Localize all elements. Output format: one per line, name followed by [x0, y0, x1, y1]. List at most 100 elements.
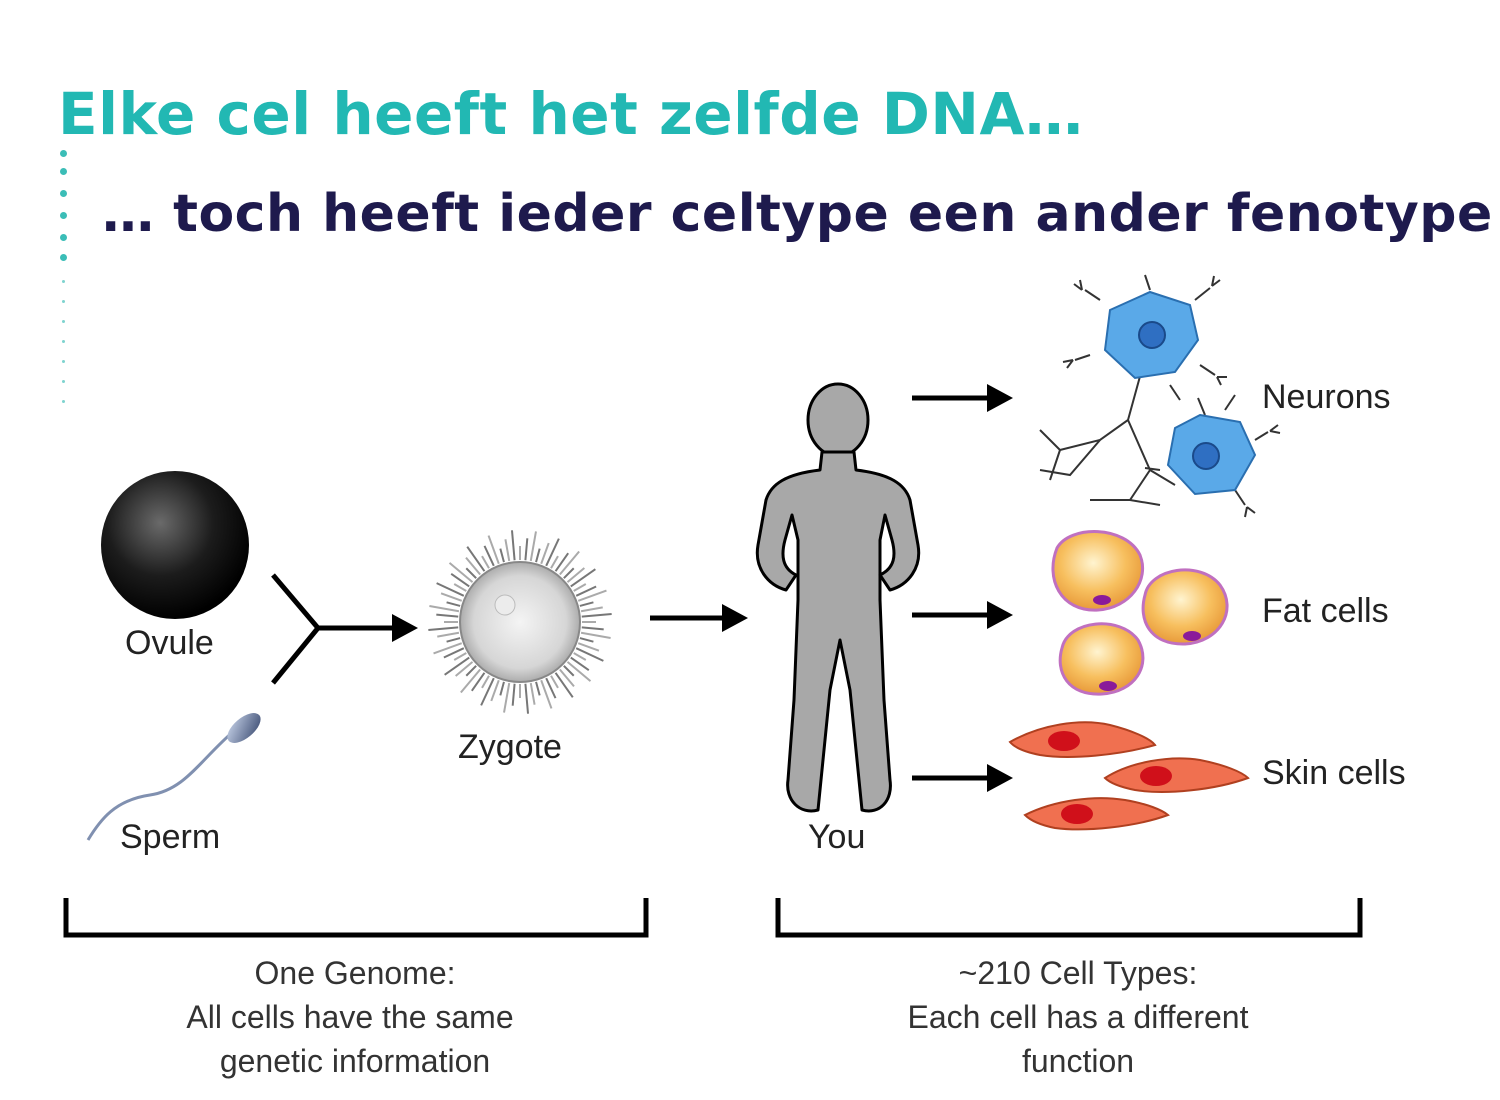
neuron-nucleus-1 — [1138, 321, 1166, 349]
corona-ray — [450, 573, 470, 588]
left-caption-line3: genetic information — [220, 1043, 490, 1079]
corona-ray — [577, 642, 600, 652]
right-caption-line2: Each cell has a different — [908, 999, 1249, 1035]
corona-ray — [529, 531, 537, 562]
slide-subtitle: … toch heeft ieder celtype een ander fen… — [102, 184, 1493, 244]
corona-ray — [436, 613, 459, 618]
label-you: You — [808, 818, 865, 856]
label-neurons: Neurons — [1262, 378, 1391, 416]
neurons-illustration — [1039, 274, 1281, 518]
corona-ray — [453, 583, 467, 592]
corona-ray — [511, 683, 516, 706]
corona-ray — [566, 567, 585, 583]
corona-ray — [535, 548, 541, 563]
corona-ray — [481, 675, 490, 689]
corona-ray — [575, 647, 604, 662]
corona-ray — [577, 589, 607, 602]
arrow-to-skin-cells — [912, 764, 1013, 792]
corona-ray — [465, 567, 477, 579]
corona-ray — [433, 642, 463, 655]
corona-ray — [573, 652, 587, 661]
corona-ray — [446, 637, 461, 643]
corona-ray — [504, 539, 511, 562]
corona-ray — [581, 612, 612, 618]
corona-ray — [554, 552, 569, 572]
corona-ray — [440, 592, 463, 602]
fat-cell-1 — [1051, 530, 1145, 612]
corona-ray — [550, 675, 559, 689]
label-skin-cells: Skin cells — [1262, 754, 1406, 792]
corona-ray — [436, 582, 465, 597]
corona-ray — [446, 601, 461, 607]
corona-ray — [579, 601, 594, 607]
neuron-nucleus-2 — [1192, 442, 1220, 470]
corona-ray — [573, 583, 587, 592]
corona-ray — [563, 665, 575, 677]
skin-cell-1 — [1008, 721, 1157, 758]
corona-ray — [499, 548, 505, 563]
corona-ray — [559, 668, 575, 687]
corona-ray — [483, 545, 495, 567]
corona-ray — [540, 542, 550, 565]
corona-ray — [575, 585, 597, 597]
corona-ray — [550, 555, 559, 569]
label-ovule: Ovule — [125, 624, 214, 662]
corona-ray — [570, 568, 596, 588]
label-fat-cells: Fat cells — [1262, 592, 1389, 630]
human-figure — [755, 382, 921, 813]
skin-cell-3 — [1023, 797, 1170, 831]
right-caption: ~210 Cell Types: Each cell has a differe… — [908, 955, 1249, 1079]
corona-ray — [524, 683, 530, 714]
corona-ray — [524, 538, 529, 561]
ovule-cell — [101, 471, 249, 619]
zygote-cell — [428, 530, 612, 714]
corona-ray — [535, 681, 541, 696]
corona-ray — [499, 681, 505, 696]
label-zygote: Zygote — [458, 728, 562, 766]
corona-ray — [471, 672, 486, 692]
corona-ray — [580, 631, 611, 639]
left-caption-line2: All cells have the same — [186, 999, 513, 1035]
corona-ray — [490, 679, 500, 702]
corona-ray — [460, 668, 481, 694]
skin-cell-2 — [1103, 757, 1250, 793]
label-sperm: Sperm — [120, 818, 220, 856]
corona-ray — [448, 562, 474, 583]
decorative-dotted-line — [60, 150, 67, 420]
corona-ray — [580, 606, 603, 613]
arrow-to-neurons — [912, 384, 1013, 412]
slide-title: Elke cel heeft het zelfde DNA… — [58, 80, 1084, 148]
fat-cell-3 — [1058, 622, 1145, 696]
corona-ray — [466, 546, 486, 572]
left-caption-line1: One Genome: — [255, 955, 456, 991]
left-caption: One Genome: All cells have the same gene… — [186, 955, 513, 1079]
corona-ray — [480, 677, 495, 706]
corona-ray — [566, 661, 592, 682]
corona-ray — [465, 557, 481, 576]
corona-ray — [581, 626, 604, 631]
corona-ray — [510, 530, 516, 561]
corona-ray — [453, 652, 467, 661]
corona-ray — [559, 550, 580, 576]
sperm-cell — [86, 713, 261, 841]
corona-ray — [455, 661, 474, 677]
fat-cell-2 — [1141, 568, 1229, 646]
right-bracket — [775, 898, 1363, 938]
corona-ray — [437, 631, 460, 638]
corona-ray — [554, 672, 574, 698]
left-bracket — [63, 898, 649, 938]
corona-ray — [481, 555, 490, 569]
right-caption-line3: function — [1022, 1043, 1134, 1079]
corona-ray — [570, 656, 590, 671]
arrow-to-fat-cells — [912, 601, 1013, 629]
corona-ray — [429, 605, 460, 613]
corona-ray — [563, 567, 575, 579]
corona-ray — [443, 647, 465, 659]
corona-ray — [579, 637, 594, 643]
corona-ray — [465, 665, 477, 677]
right-caption-line1: ~210 Cell Types: — [959, 955, 1198, 991]
arrow-to-you — [650, 604, 748, 632]
corona-ray — [503, 682, 511, 713]
corona-ray — [545, 538, 560, 567]
